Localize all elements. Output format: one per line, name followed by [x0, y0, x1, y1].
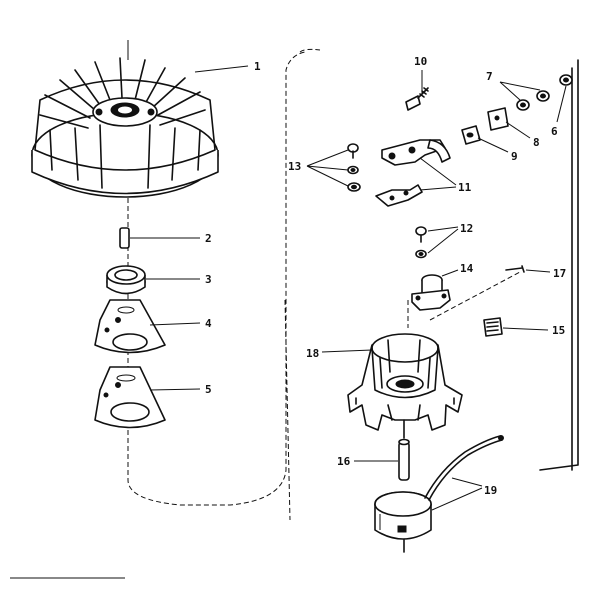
switch-part-14 [411, 274, 451, 311]
label-7: 7 [486, 70, 493, 83]
label-6: 6 [551, 125, 558, 138]
label-19: 19 [484, 484, 497, 497]
label-9: 9 [511, 150, 518, 163]
label-4: 4 [205, 317, 212, 330]
label-14: 14 [460, 262, 474, 275]
label-17: 17 [553, 267, 566, 280]
label-10: 10 [414, 55, 427, 68]
leader-17 [525, 269, 551, 273]
bracket-part-8 [487, 107, 509, 131]
leader-12 [427, 226, 459, 254]
bracket-part-11 [375, 139, 451, 207]
screw-part-13 [347, 143, 361, 192]
label-15: 15 [552, 324, 565, 337]
label-16: 16 [337, 455, 351, 468]
clip-part-9 [461, 125, 481, 145]
screw-part-12 [415, 226, 427, 259]
leader-14 [441, 269, 459, 277]
label-8: 8 [533, 136, 540, 149]
leader-13 [306, 149, 349, 187]
gasket-part-4 [94, 299, 166, 354]
leader-11 [419, 157, 457, 191]
label-13: 13 [288, 160, 301, 173]
leader-5 [149, 388, 201, 391]
label-1: 1 [254, 60, 261, 73]
label-3: 3 [205, 273, 212, 286]
leader-19 [431, 477, 483, 511]
screw-part-10 [405, 87, 429, 111]
leader-6 [556, 85, 567, 123]
left-assembly-outline [127, 51, 306, 506]
pin-part-17 [505, 265, 525, 273]
pad-part-15 [483, 317, 503, 337]
right-assembly-outline [284, 48, 321, 521]
shaft-part-16 [398, 438, 410, 481]
leader-15 [502, 327, 549, 331]
fan-part-1 [31, 40, 219, 198]
housing-part-18 [347, 271, 521, 439]
leader-4 [149, 322, 201, 326]
label-11: 11 [458, 181, 472, 194]
pin-part-2 [119, 227, 130, 249]
leader-8 [505, 121, 531, 139]
nut-part-7 [516, 90, 550, 111]
motor-part-19 [374, 435, 504, 553]
bushing-part-3 [106, 265, 146, 295]
leader-18 [321, 349, 373, 353]
leader-1 [194, 65, 249, 73]
label-18: 18 [306, 347, 319, 360]
label-2: 2 [205, 232, 212, 245]
nut-part-6 [559, 74, 573, 86]
gasket-part-5 [94, 366, 166, 429]
leader-9 [477, 137, 509, 153]
label-12: 12 [460, 222, 473, 235]
housing-frame [539, 59, 579, 471]
leader-7 [499, 81, 541, 101]
label-5: 5 [205, 383, 212, 396]
